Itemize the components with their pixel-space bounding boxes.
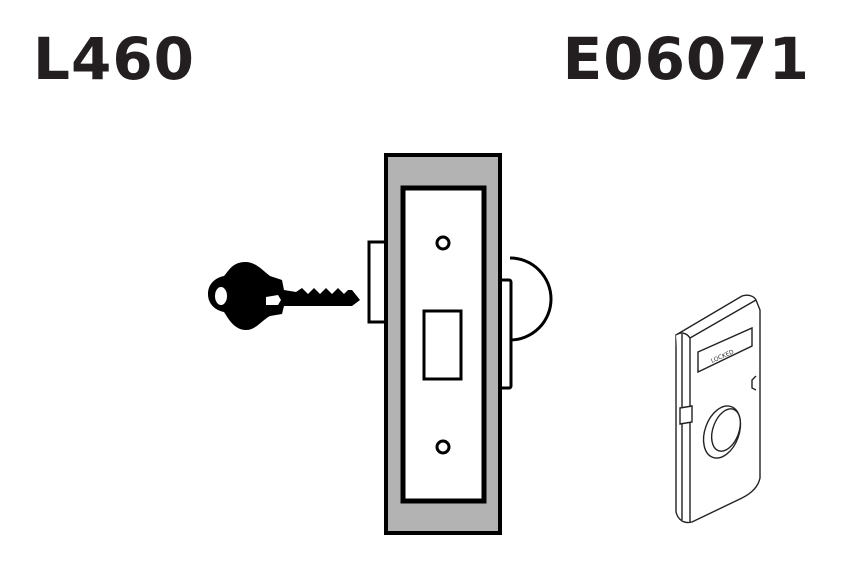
model-number-right: E06071 — [562, 25, 810, 93]
mortise-lock-icon — [367, 153, 553, 535]
key-icon — [208, 262, 360, 330]
model-number-left: L460 — [33, 25, 196, 93]
lock-indicator-escutcheon-icon: LOCKED — [675, 294, 761, 524]
